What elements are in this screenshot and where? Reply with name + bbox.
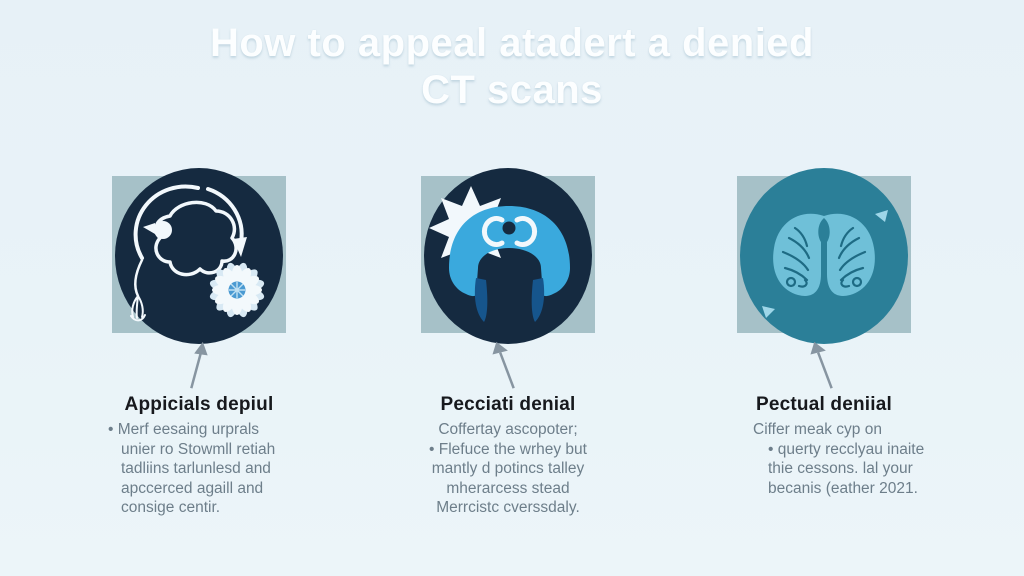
head-scanner-icon <box>424 168 592 344</box>
icon-circle <box>739 168 909 345</box>
icon-circle <box>423 168 593 345</box>
column-appeal-3: Pectual deniial Ciffer meak cyp on • que… <box>699 168 949 520</box>
pointer-arrow-icon <box>190 341 208 389</box>
icon-circle <box>114 168 284 345</box>
brain-ct-icon <box>115 168 283 344</box>
column-appeal-1: Appicials depiul • Merf eesaing urprals … <box>74 168 324 520</box>
step-description: Ciffer meak cyp on • querty recclyau ina… <box>753 421 925 497</box>
step-description: • Merf eesaing urprals unier ro Stowmll … <box>108 421 276 516</box>
column-appeal-2: Pecciati denial Coffertay ascopoter; • F… <box>383 168 633 520</box>
pointer-arrow-icon <box>492 341 515 389</box>
page-title: How to appeal atadert a denied CT scans <box>209 21 814 112</box>
flower-glyph <box>209 262 265 318</box>
lungs-ct-icon <box>740 168 908 344</box>
step-heading: Pecciati denial <box>440 394 576 415</box>
pointer-arrow-icon <box>810 341 833 389</box>
step-heading: Appicials depiul <box>124 394 274 415</box>
step-heading: Pectual deniial <box>755 394 893 415</box>
step-description: Coffertay ascopoter; • Flefuce the wrhey… <box>429 421 587 516</box>
